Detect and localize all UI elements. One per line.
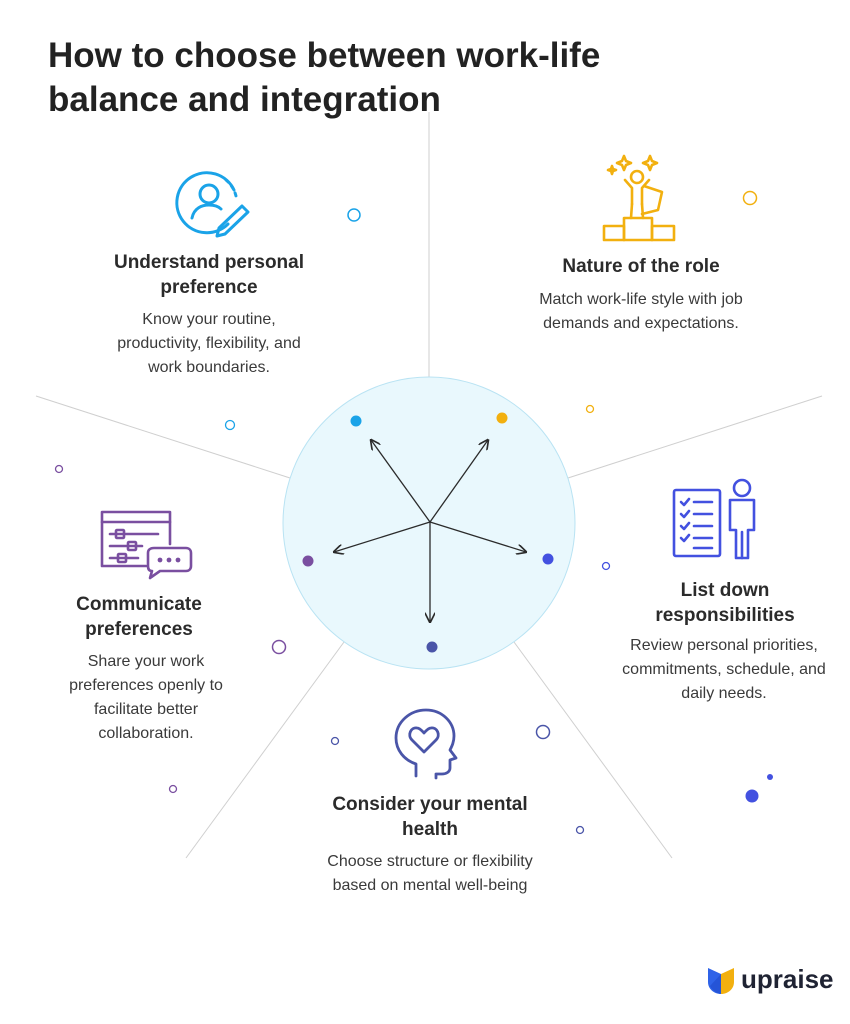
- upraise-logo-icon: [708, 968, 734, 994]
- person-edit-icon: [175, 171, 250, 238]
- section-desc-nature-of-role: Match work-life style with job demands a…: [539, 291, 743, 332]
- dot-yellow: [496, 412, 508, 424]
- section-title-mental-health: Consider your mental health: [332, 794, 528, 840]
- deco-circle: [575, 825, 585, 835]
- section-desc-mental-health: Choose structure or flexibility based on…: [327, 853, 533, 894]
- settings-chat-icon: [100, 510, 193, 580]
- deco-circle: [535, 724, 551, 740]
- deco-circle: [168, 784, 178, 794]
- section-title-responsibilities: List down responsibilities: [655, 580, 795, 626]
- deco-circle: [745, 789, 759, 803]
- dot-blue: [350, 415, 362, 427]
- section-title-nature-of-role: Nature of the role: [562, 256, 720, 277]
- hero-podium-icon: [602, 154, 676, 242]
- deco-circle: [224, 419, 236, 431]
- deco-circle: [767, 774, 773, 780]
- section-desc-personal-preference: Know your routine, productivity, flexibi…: [117, 311, 301, 376]
- dot-navy: [426, 641, 438, 653]
- deco-circle: [585, 404, 595, 414]
- deco-circle: [742, 190, 758, 206]
- center-circle: [282, 376, 576, 670]
- head-heart-icon: [394, 708, 458, 780]
- brand-name: upraise: [741, 964, 834, 994]
- deco-circle: [601, 561, 611, 571]
- divider-line: [567, 395, 823, 479]
- arrow-to-personal-preference: [371, 440, 431, 523]
- divider-line: [185, 641, 345, 859]
- section-title-communicate: Communicate preferences: [76, 594, 202, 640]
- checklist-person-icon: [672, 478, 756, 560]
- page-title: How to choose between work-life balance …: [48, 36, 601, 119]
- section-title-personal-preference: Understand personal preference: [113, 252, 305, 298]
- section-desc-communicate: Share your work preferences openly to fa…: [69, 653, 223, 742]
- arrow-to-responsibilities: [429, 521, 526, 552]
- deco-circle: [347, 208, 361, 222]
- arrow-to-communicate: [334, 521, 431, 552]
- deco-circle: [330, 736, 340, 746]
- section-desc-responsibilities: Review personal priorities, commitments,…: [622, 637, 826, 702]
- deco-circle: [54, 464, 64, 474]
- divider-line: [513, 641, 673, 859]
- dot-indigo: [542, 553, 554, 565]
- divider-line: [35, 395, 291, 479]
- deco-circle: [271, 639, 287, 655]
- arrow-to-nature-of-role: [429, 440, 488, 523]
- dot-purple: [302, 555, 314, 567]
